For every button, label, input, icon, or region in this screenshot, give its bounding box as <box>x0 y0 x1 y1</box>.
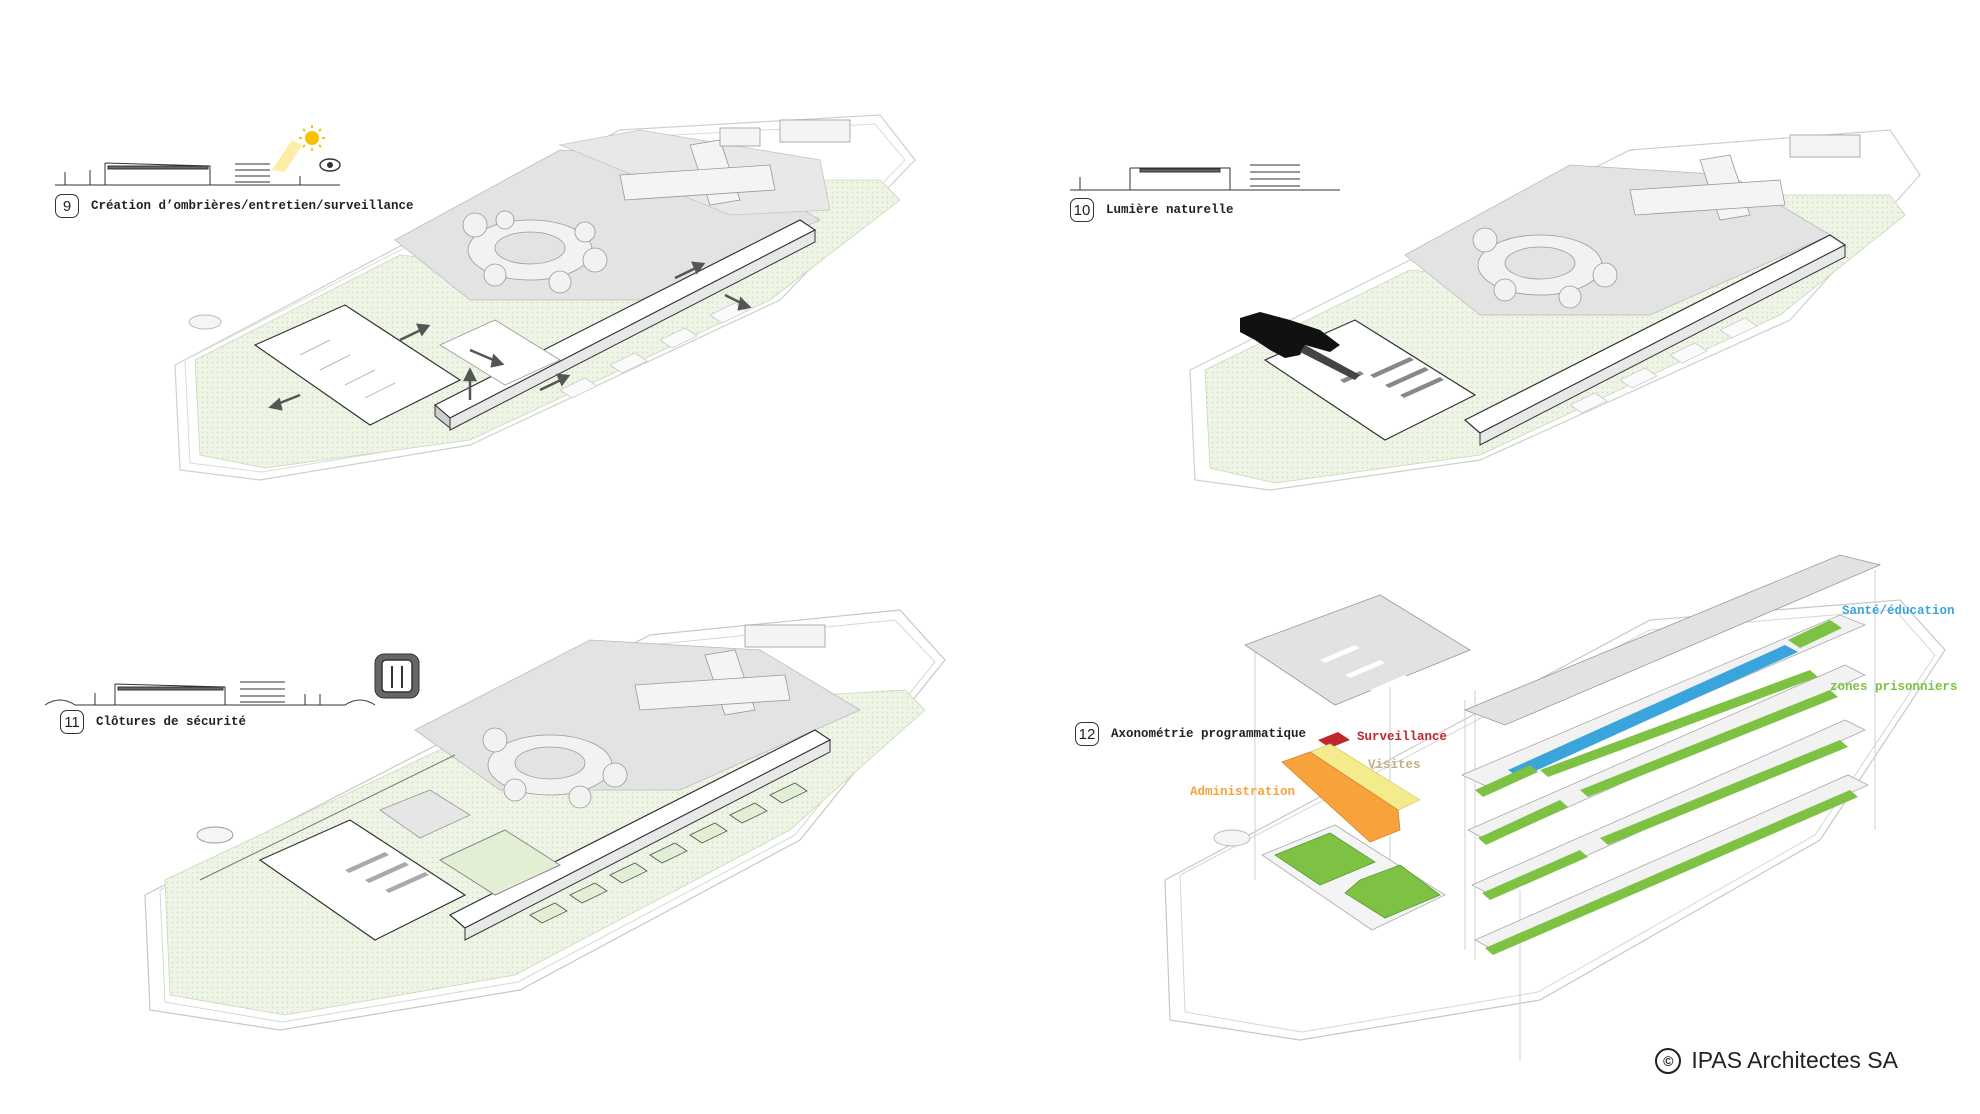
panel-11-caption-text: Clôtures de sécurité <box>96 715 247 729</box>
panel-10-number: 10 <box>1070 198 1094 222</box>
panel-12-sante-zone <box>1508 645 1798 778</box>
panel-9-round-buildings <box>462 210 608 294</box>
panel-11-site-outline <box>144 609 946 1031</box>
panel-12-caption-text: Axonométrie programmatique <box>1111 727 1307 741</box>
panel-10-drawing <box>1070 129 1921 491</box>
panel-9-drawing <box>55 114 916 481</box>
panel-12-administration-block <box>1281 751 1401 843</box>
panel-10-yard-blocks <box>1569 317 1758 414</box>
label-administration: Administration <box>1190 785 1296 799</box>
panel-11-fence-line <box>199 754 456 881</box>
panel-11-admin-details <box>345 852 429 893</box>
panel-9-site-outline <box>174 114 916 481</box>
eye-icon <box>319 158 341 172</box>
panel-11-grey-court <box>379 789 471 839</box>
label-sante-education: Santé/éducation <box>1842 604 1955 618</box>
panel-11-green-court <box>438 829 562 896</box>
panel-11-drawing <box>44 609 946 1031</box>
panel-9-arrows <box>268 261 752 411</box>
panel-9-admin-details <box>299 339 396 399</box>
label-visites: Visites <box>1368 758 1421 772</box>
panel-11-site-outline-inner <box>159 619 936 1023</box>
panel-9-yard-blocks <box>559 302 748 399</box>
panel-12-roundabout <box>1213 829 1251 847</box>
panel-10-site-outline <box>1189 129 1921 491</box>
panel-9-caption-text: Création d’ombrières/entretien/surveilla… <box>91 199 414 213</box>
panel-10-section-sketch <box>1070 164 1340 191</box>
panel-11-section-sketch <box>44 681 376 706</box>
panel-11-admin-building <box>258 819 467 941</box>
copyright-text: IPAS Architectes SA <box>1691 1047 1898 1073</box>
panel-10-main-building-face <box>1479 244 1846 446</box>
panel-10-admin-building <box>1263 319 1477 441</box>
panel-12-top-plate-details <box>1320 645 1410 693</box>
copyright-icon: © <box>1655 1047 1682 1074</box>
copyright: © IPAS Architectes SA <box>1655 1047 1898 1074</box>
panel-11-round-buildings <box>482 727 628 809</box>
panel-10-light-beam <box>1300 345 1360 380</box>
fence-icon <box>374 653 420 699</box>
panel-9-main-building-face <box>449 229 816 431</box>
panel-9-admin-building <box>253 304 462 426</box>
label-surveillance: Surveillance <box>1357 730 1448 744</box>
panel-12-green-ground <box>1274 832 1441 919</box>
hand-icon <box>1240 312 1340 358</box>
panel-11-roundabout <box>196 826 234 844</box>
panel-11-cross-buildings <box>634 624 826 716</box>
panel-12-number: 12 <box>1075 722 1099 746</box>
panel-10-caption: 10 Lumière naturelle <box>1070 198 1234 222</box>
panel-9-open-court <box>439 319 561 386</box>
panel-10-cross-buildings <box>1629 134 1861 221</box>
panel-9-section-sketch <box>55 140 340 186</box>
panel-12-zones-top <box>1788 620 1842 648</box>
panel-12-level-plates <box>1461 614 1869 953</box>
label-zones-prisonniers: zones prisonniers <box>1830 680 1958 694</box>
panel-9-caption: 9 Création d’ombrières/entretien/surveil… <box>55 194 414 218</box>
panel-12-surveillance-block <box>1318 732 1350 748</box>
panel-12-top-plate <box>1244 594 1471 706</box>
panel-9-roundabout <box>188 314 222 330</box>
panel-9-cross-buildings <box>619 119 851 206</box>
panel-12-prisoner-zones <box>1475 670 1858 955</box>
panel-11-number: 11 <box>60 710 84 734</box>
panel-12-caption: 12 Axonométrie programmatique <box>1075 722 1306 746</box>
panel-12-drawing <box>1164 554 1946 1060</box>
panel-9-number: 9 <box>55 194 79 218</box>
panel-11-caption: 11 Clôtures de sécurité <box>60 710 246 734</box>
panel-10-round-buildings <box>1472 227 1618 309</box>
panel-10-caption-text: Lumière naturelle <box>1106 203 1234 217</box>
panel-12-ground-plate <box>1261 824 1446 931</box>
panel-12-upper-plate <box>1463 554 1882 726</box>
panel-11-yard-blocks <box>529 782 808 924</box>
panel-11-main-building-face <box>464 739 831 941</box>
sun-icon <box>299 125 325 151</box>
